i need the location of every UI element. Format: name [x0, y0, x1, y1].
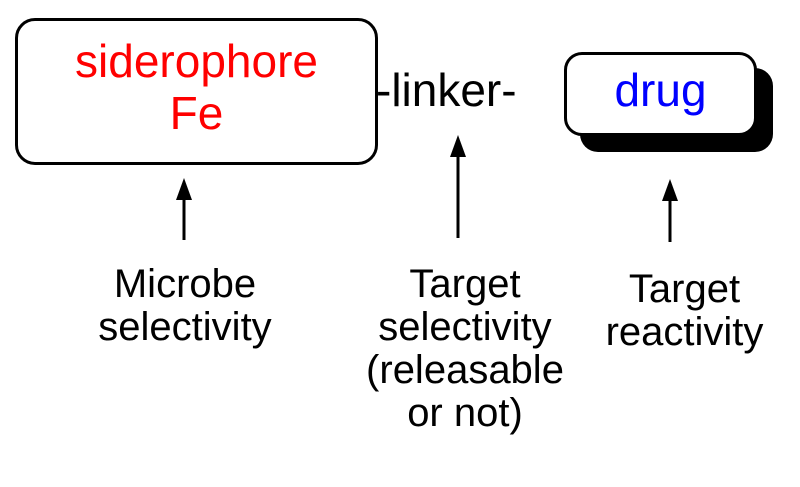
annotation-microbe-selectivity: Microbe selectivity	[70, 263, 300, 349]
siderophore-text: siderophore	[75, 35, 318, 87]
siderophore-label: siderophore Fe	[15, 35, 378, 139]
annotation-line: Microbe	[113, 262, 257, 306]
arrow-microbe	[176, 178, 192, 240]
annotation-target-reactivity: Target reactivity	[577, 268, 792, 354]
annotation-line: selectivity	[378, 305, 552, 349]
annotation-line: reactivity	[605, 310, 764, 354]
arrow-linker	[450, 135, 466, 238]
annotation-line: Target	[628, 267, 741, 311]
annotation-line: selectivity	[98, 305, 272, 349]
iron-text: Fe	[169, 87, 224, 139]
drug-box	[564, 52, 757, 136]
linker-text: -linker-	[376, 64, 517, 116]
siderophore-box	[15, 18, 378, 165]
annotation-line: (releasable	[366, 348, 564, 392]
annotation-line: or not)	[407, 391, 523, 435]
arrow-drug	[662, 179, 678, 242]
annotation-target-selectivity: Target selectivity (releasable or not)	[345, 263, 585, 435]
annotation-line: Target	[409, 262, 521, 306]
drug-label: drug	[614, 64, 707, 116]
